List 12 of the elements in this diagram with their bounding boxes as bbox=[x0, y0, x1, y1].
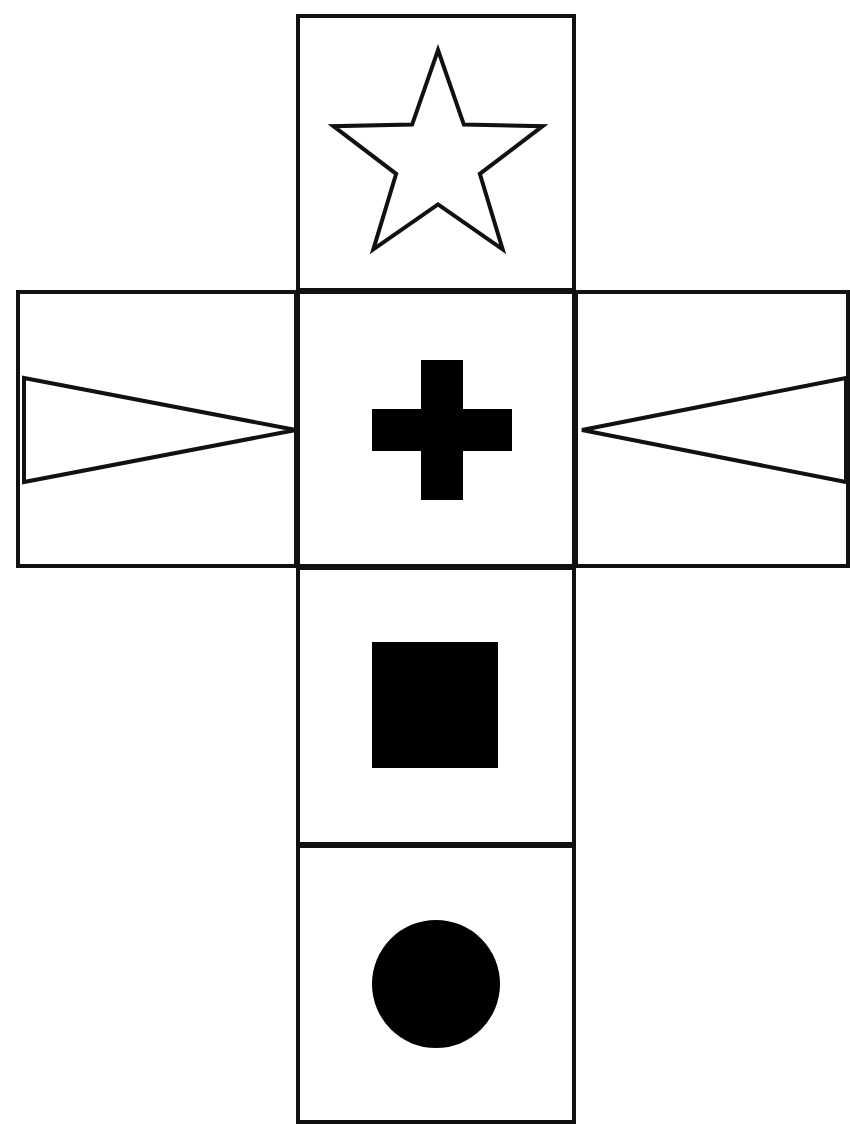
cube-face bbox=[296, 14, 576, 292]
triangle-icon bbox=[24, 378, 296, 482]
circle-icon bbox=[372, 920, 500, 1048]
cube-face bbox=[296, 844, 576, 1124]
plus-icon bbox=[372, 360, 512, 500]
cube-face bbox=[574, 290, 850, 568]
cube-face bbox=[296, 566, 576, 846]
star-icon bbox=[328, 50, 548, 258]
cube-face bbox=[16, 290, 298, 568]
cube-face bbox=[296, 290, 576, 568]
square-icon bbox=[372, 642, 498, 768]
triangle-icon bbox=[582, 378, 846, 482]
